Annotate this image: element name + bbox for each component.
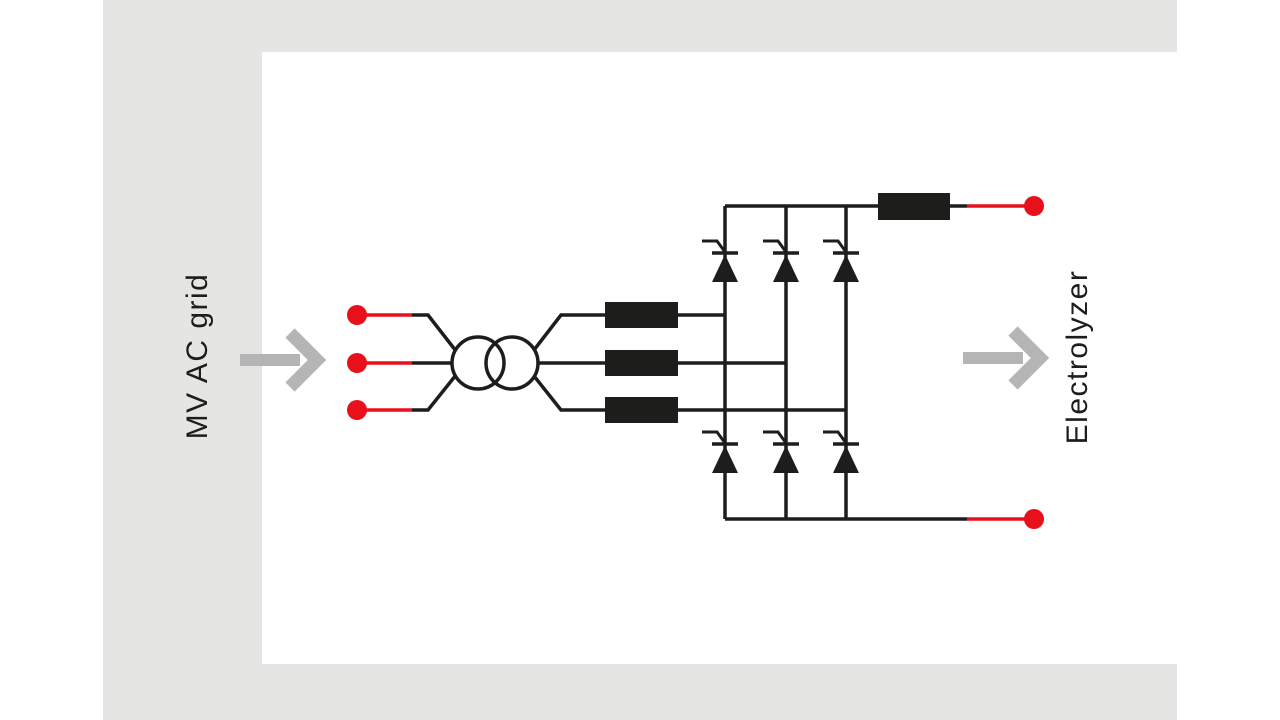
thyristor-icon — [700, 430, 740, 475]
terminal-dot — [347, 305, 367, 325]
terminal-dot — [347, 353, 367, 373]
dc-output-terminals — [967, 196, 1044, 529]
ac-input-terminals — [347, 305, 412, 420]
thyristor-icon — [821, 430, 861, 475]
dc-reactor-icon — [878, 193, 967, 220]
secondary-phase-leads — [532, 313, 605, 412]
transformer-icon — [450, 335, 540, 391]
ac-phase-leads — [412, 313, 458, 412]
flow-arrow-left-icon — [240, 333, 317, 387]
thyristor-icon — [700, 239, 740, 284]
reactor-icon — [605, 350, 678, 376]
thyristor-bridge — [700, 204, 967, 521]
thyristor-icon — [821, 239, 861, 284]
thyristor-icon — [761, 239, 801, 284]
reactor-icon — [605, 302, 678, 328]
terminal-dot — [1024, 509, 1044, 529]
diagram-canvas — [262, 52, 1224, 664]
reactor-icon — [605, 397, 678, 423]
line-reactor-icons — [605, 302, 846, 423]
thyristor-icon — [761, 430, 801, 475]
terminal-dot — [347, 400, 367, 420]
flow-arrow-right-icon — [963, 331, 1040, 385]
terminal-dot — [1024, 196, 1044, 216]
